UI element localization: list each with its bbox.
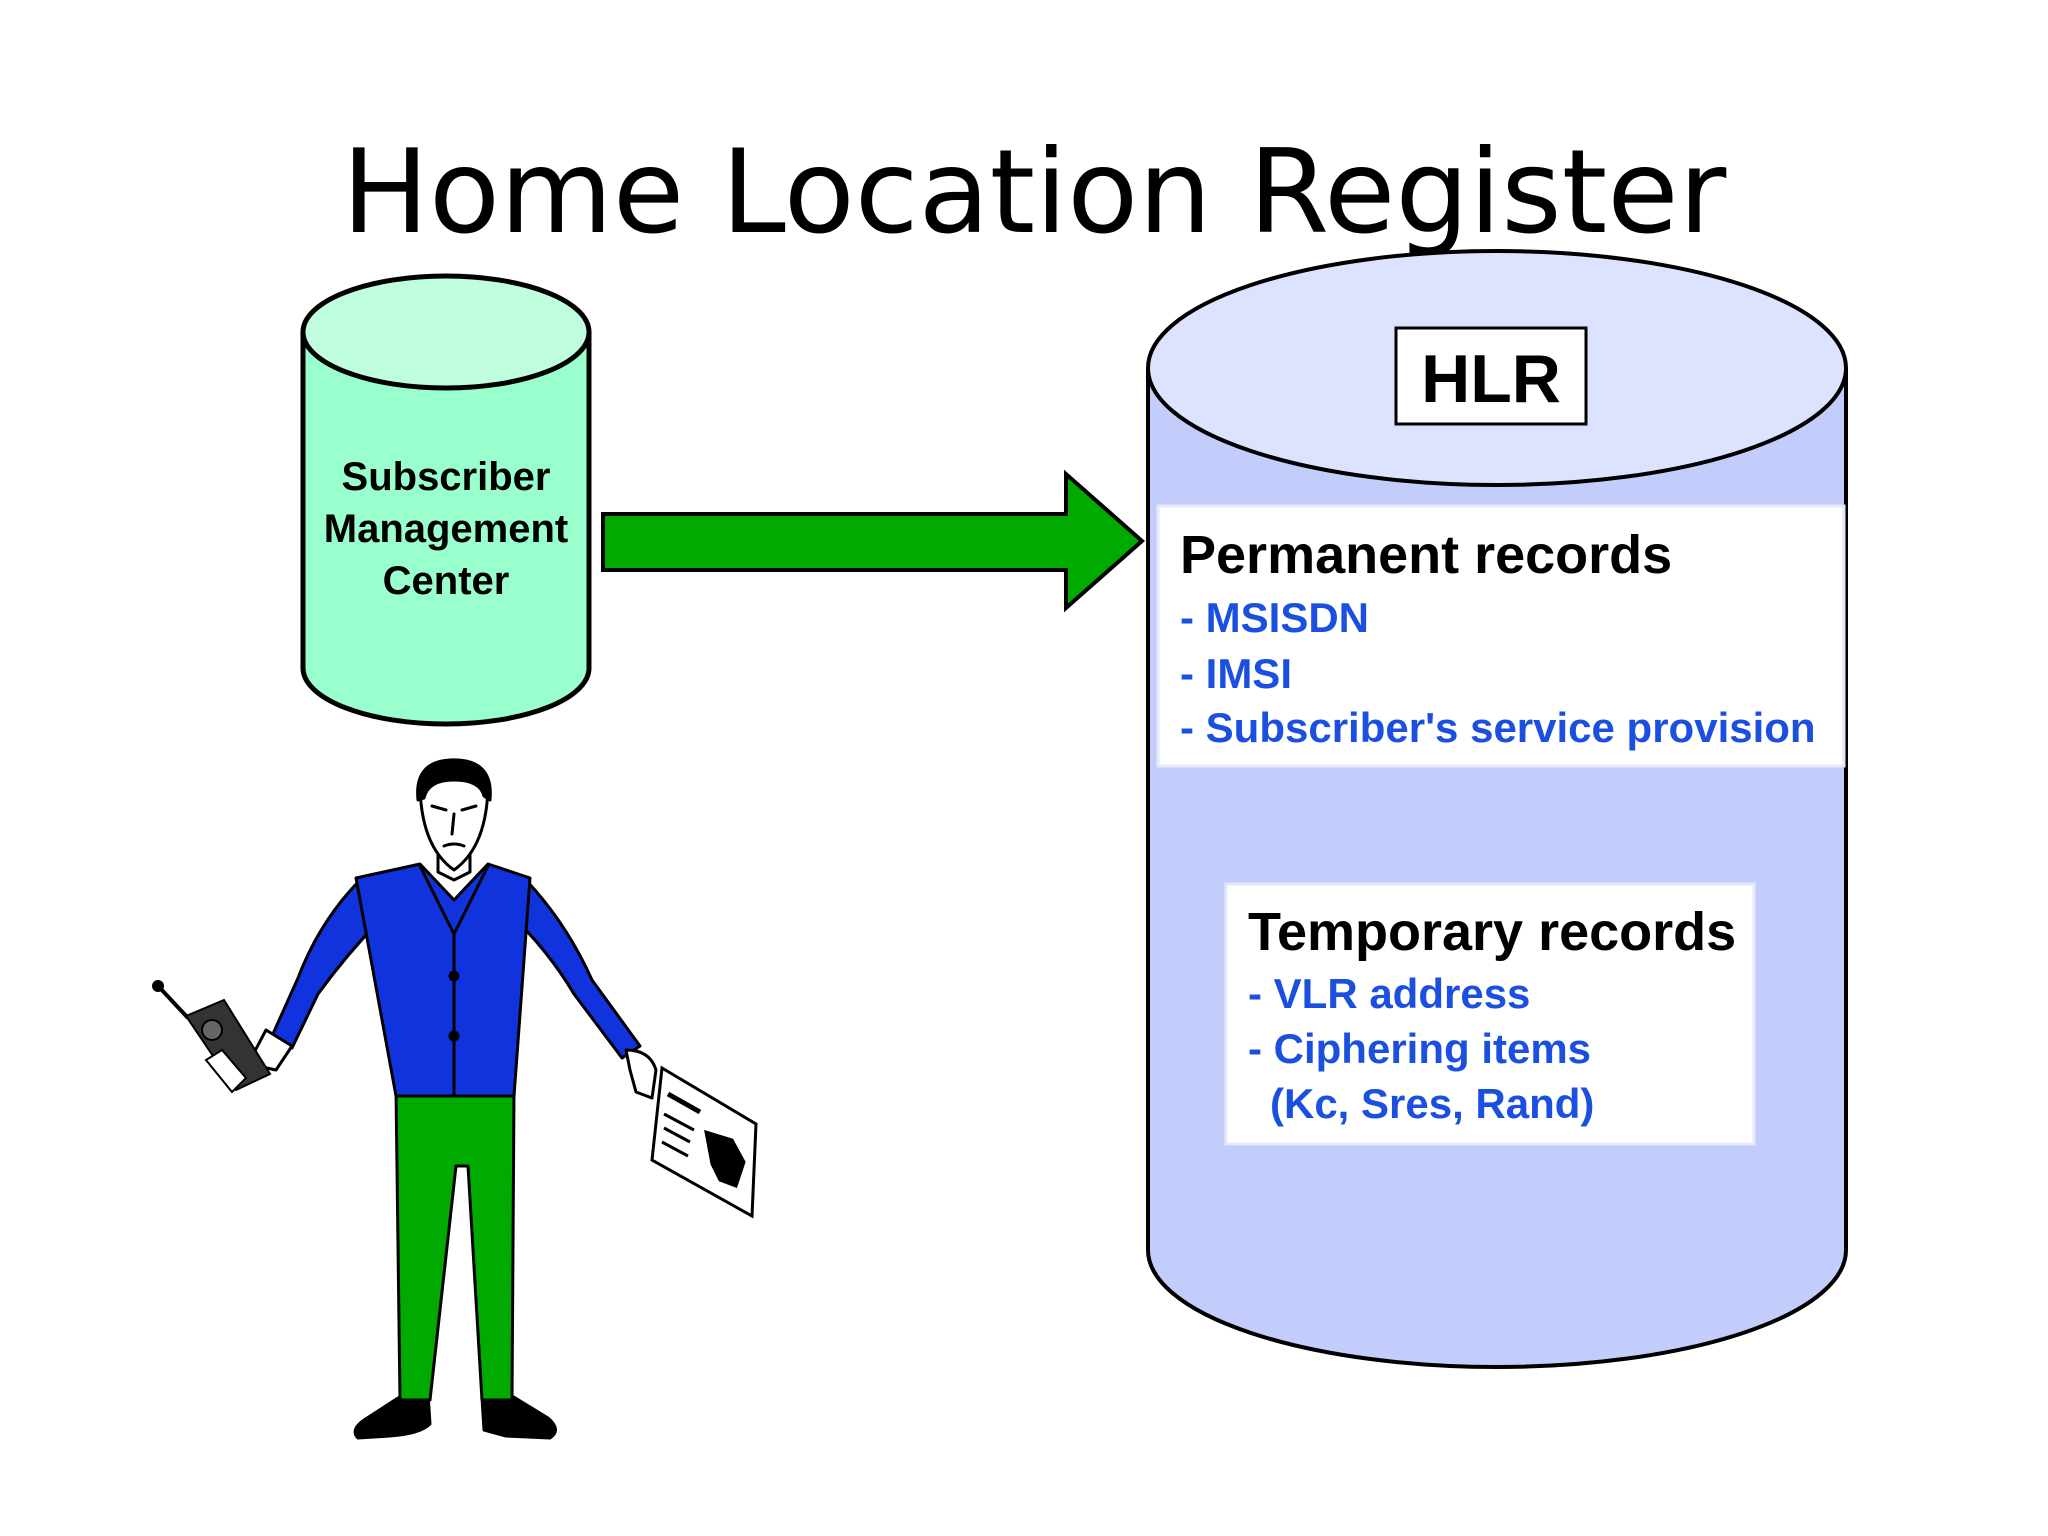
temporary-records-panel [1224,882,1756,1146]
permanent-records-panel [1156,504,1846,768]
document-line [663,1126,691,1144]
left-eyebrow [430,804,448,812]
phone-speaker [201,1019,223,1041]
hlr-label-box [1394,326,1588,426]
pants [394,1088,516,1402]
phone-fingers [204,1048,248,1094]
permanent-record-item: - Subscriber's service provision [1180,704,1816,751]
smc-label-line-2: Management [324,507,569,551]
permanent-record-item: - IMSI [1180,650,1292,697]
smc-top [300,273,592,391]
permanent-record-item: - MSISDN [1180,594,1369,641]
left-shoe [353,1392,432,1440]
smc-label-line-1: Subscriber [342,455,551,499]
permanent-records-heading: Permanent records [1180,525,1672,585]
mouth [442,842,466,848]
hlr-cylinder: HLR Permanent records - MSISDN - IMSI - … [1146,249,1848,1369]
smc-body [300,332,592,727]
smc-label-line-3: Center [383,559,510,603]
data-flow-arrow [601,469,1146,613]
shirt-button [448,1030,460,1042]
hlr-label: HLR [1421,341,1561,417]
nose [450,812,456,836]
temporary-record-item: - Ciphering items [1248,1025,1591,1072]
document-line [666,1091,702,1115]
mobile-phone-icon [152,980,272,1094]
smc-cylinder: Subscriber Management Center [300,273,592,727]
shirt-button [448,970,460,982]
hair [416,758,492,802]
shirt [354,862,532,1098]
phone-antenna-tip [152,980,164,992]
left-hand [624,1048,658,1100]
sim-document-icon [650,1065,758,1219]
document-card [650,1065,758,1219]
temporary-records-heading: Temporary records [1248,902,1736,962]
document-map [704,1129,746,1188]
document-line [661,1140,689,1158]
temporary-record-item: - VLR address [1248,970,1530,1017]
subscriber-person-illustration [246,758,658,1440]
right-shoe [480,1394,557,1440]
temporary-record-item: (Kc, Sres, Rand) [1270,1080,1594,1127]
phone-antenna [158,986,190,1020]
page-title: Home Location Register [342,125,1727,260]
right-eyebrow [460,804,478,812]
document-line [663,1112,695,1132]
